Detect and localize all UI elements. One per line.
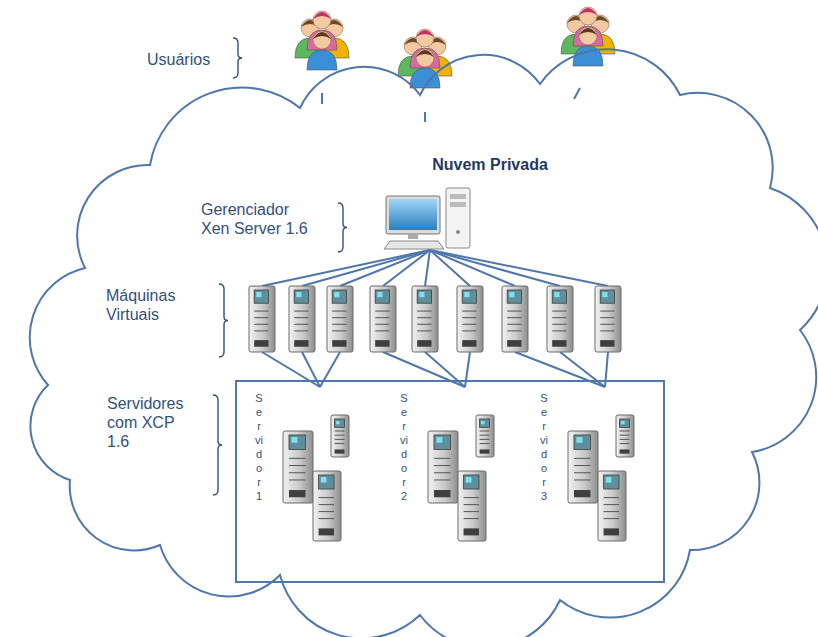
- connector: [262, 250, 608, 286]
- manager-computer: Gerenciador Xen Server 1.6: [384, 186, 476, 254]
- layer-label: Máquinas Virtuais: [106, 286, 191, 324]
- layer-label: Servidores com XCP 1.6: [107, 394, 193, 451]
- virtual-machines-row: Máquinas Virtuais: [248, 282, 628, 358]
- manager-computer-outline: [384, 186, 476, 254]
- server-group-outline: [249, 387, 377, 577]
- server-group: Servidor1: [249, 387, 377, 577]
- cloud-title: Nuvem Privada: [420, 155, 560, 174]
- brace-brackets: [213, 38, 347, 495]
- server-group: Servidor3: [534, 387, 662, 577]
- layer-label: Gerenciador Xen Server 1.6: [201, 200, 319, 238]
- server-name: Servidor1: [255, 391, 263, 503]
- server-name: Servidor2: [400, 391, 408, 503]
- servers-box: Servidores com XCP 1.6Servidor1Servidor2…: [235, 380, 665, 583]
- users-label: Usuários: [147, 50, 210, 69]
- server-group-outline: [394, 387, 524, 577]
- server-group-outline: [534, 387, 662, 577]
- server-name: Servidor3: [540, 391, 548, 503]
- virtual-machines-row-outline: [248, 282, 628, 358]
- server-group: Servidor2: [394, 387, 524, 577]
- users-group: [295, 7, 615, 122]
